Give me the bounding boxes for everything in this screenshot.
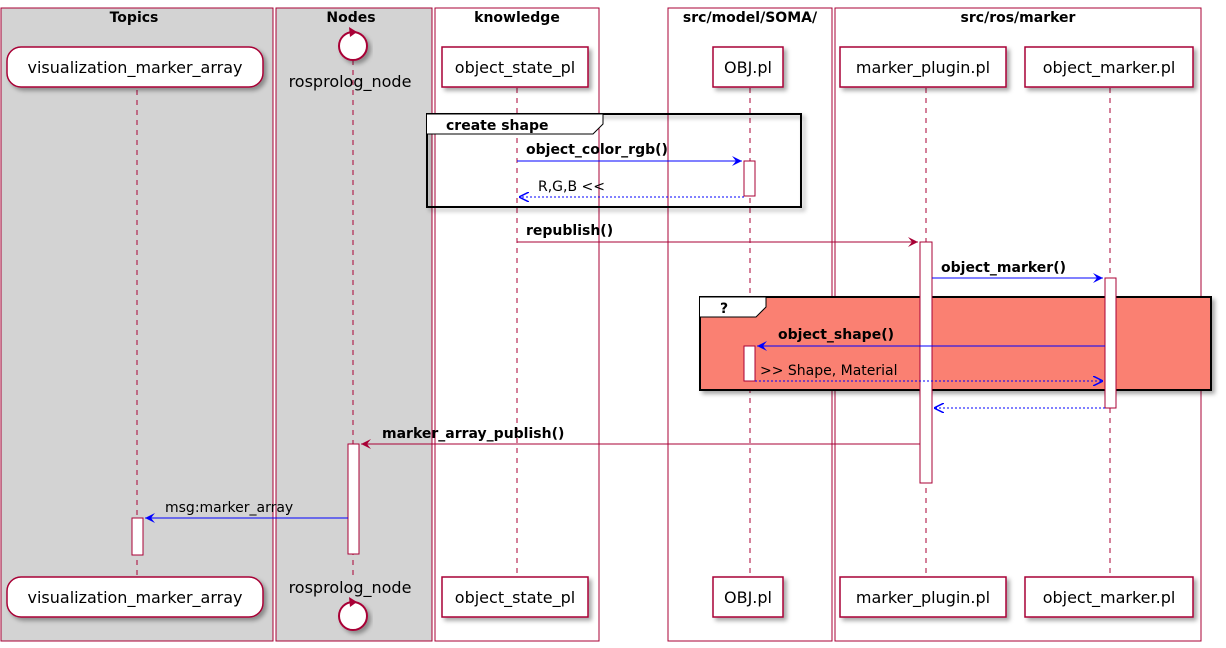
- frame-optional: ?: [699, 296, 1212, 391]
- participant-object-state-top: object_state_pl: [441, 46, 589, 88]
- box-title-soma: src/model/SOMA/: [683, 10, 818, 26]
- message-object-shape: object_shape(): [757, 327, 1105, 351]
- box-title-ros-marker: src/ros/marker: [961, 10, 1076, 26]
- message-label-republish: republish(): [526, 223, 613, 239]
- activation-object-marker: [1104, 277, 1117, 409]
- participant-label-rosprolog-node-bottom: rosprolog_node: [289, 578, 412, 598]
- message-label-shape-material: >> Shape, Material: [760, 363, 898, 379]
- message-label-object-shape: object_shape(): [778, 327, 894, 343]
- frame-label-create-shape: create shape: [446, 118, 548, 134]
- message-label-object-marker: object_marker(): [941, 260, 1066, 276]
- activation-obj-pl-1: [743, 160, 756, 197]
- message-object-color-rgb: object_color_rgb(): [517, 142, 742, 166]
- message-label-msg-marker-array: msg:marker_array: [165, 500, 293, 516]
- control-icon: [338, 597, 368, 631]
- participant-label-viz-topic-bottom: visualization_marker_array: [28, 588, 243, 608]
- participant-viz-topic-bottom: visualization_marker_array: [6, 576, 264, 618]
- activation-viz-topic: [131, 517, 144, 556]
- participant-label-rosprolog-node: rosprolog_node: [289, 72, 412, 92]
- participant-label-object-marker-bottom: object_marker.pl: [1043, 588, 1176, 608]
- activation-marker-plugin: [919, 241, 933, 484]
- participant-obj-pl-bottom: OBJ.pl: [712, 576, 784, 618]
- participant-label-object-state-bottom: object_state_pl: [455, 588, 575, 608]
- message-republish: republish(): [517, 223, 918, 247]
- participant-label-object-state: object_state_pl: [455, 58, 575, 78]
- message-object-marker: object_marker(): [932, 260, 1103, 283]
- activation-rosprolog-node: [347, 443, 360, 555]
- participant-object-state-bottom: object_state_pl: [441, 576, 589, 618]
- participant-marker-plugin-top: marker_plugin.pl: [839, 46, 1007, 88]
- participant-label-obj-pl-bottom: OBJ.pl: [724, 588, 772, 607]
- message-label-marker-array-publish: marker_array_publish(): [382, 426, 564, 442]
- participant-label-object-marker: object_marker.pl: [1043, 58, 1176, 78]
- message-shape-material: >> Shape, Material: [755, 363, 1103, 381]
- message-msg-marker-array: msg:marker_array: [145, 500, 348, 523]
- box-title-topics: Topics: [110, 10, 159, 26]
- frame-create-shape: create shape: [426, 113, 802, 208]
- participant-rosprolog-node-bottom: rosprolog_node: [289, 578, 412, 631]
- participant-viz-topic-top: visualization_marker_array: [6, 46, 264, 88]
- box-title-knowledge: knowledge: [474, 10, 560, 26]
- participant-label-marker-plugin-bottom: marker_plugin.pl: [856, 588, 990, 608]
- message-rgb-return: R,G,B <<: [519, 179, 744, 197]
- frame-label-optional: ?: [720, 301, 728, 317]
- message-label-rgb-return: R,G,B <<: [538, 179, 605, 195]
- participant-object-marker-bottom: object_marker.pl: [1024, 576, 1194, 618]
- control-icon: [338, 27, 368, 61]
- participant-rosprolog-node-top: rosprolog_node: [289, 27, 412, 92]
- box-title-nodes: Nodes: [326, 10, 375, 26]
- activation-obj-pl-2: [743, 345, 756, 382]
- participant-obj-pl-top: OBJ.pl: [712, 46, 784, 88]
- message-marker-array-publish: marker_array_publish(): [361, 426, 920, 449]
- participant-object-marker-top: object_marker.pl: [1024, 46, 1194, 88]
- message-label-object-color-rgb: object_color_rgb(): [526, 142, 668, 158]
- participant-marker-plugin-bottom: marker_plugin.pl: [839, 576, 1007, 618]
- participant-label-obj-pl: OBJ.pl: [724, 58, 772, 77]
- participant-label-marker-plugin: marker_plugin.pl: [856, 58, 990, 78]
- participant-label-viz-topic: visualization_marker_array: [28, 58, 243, 78]
